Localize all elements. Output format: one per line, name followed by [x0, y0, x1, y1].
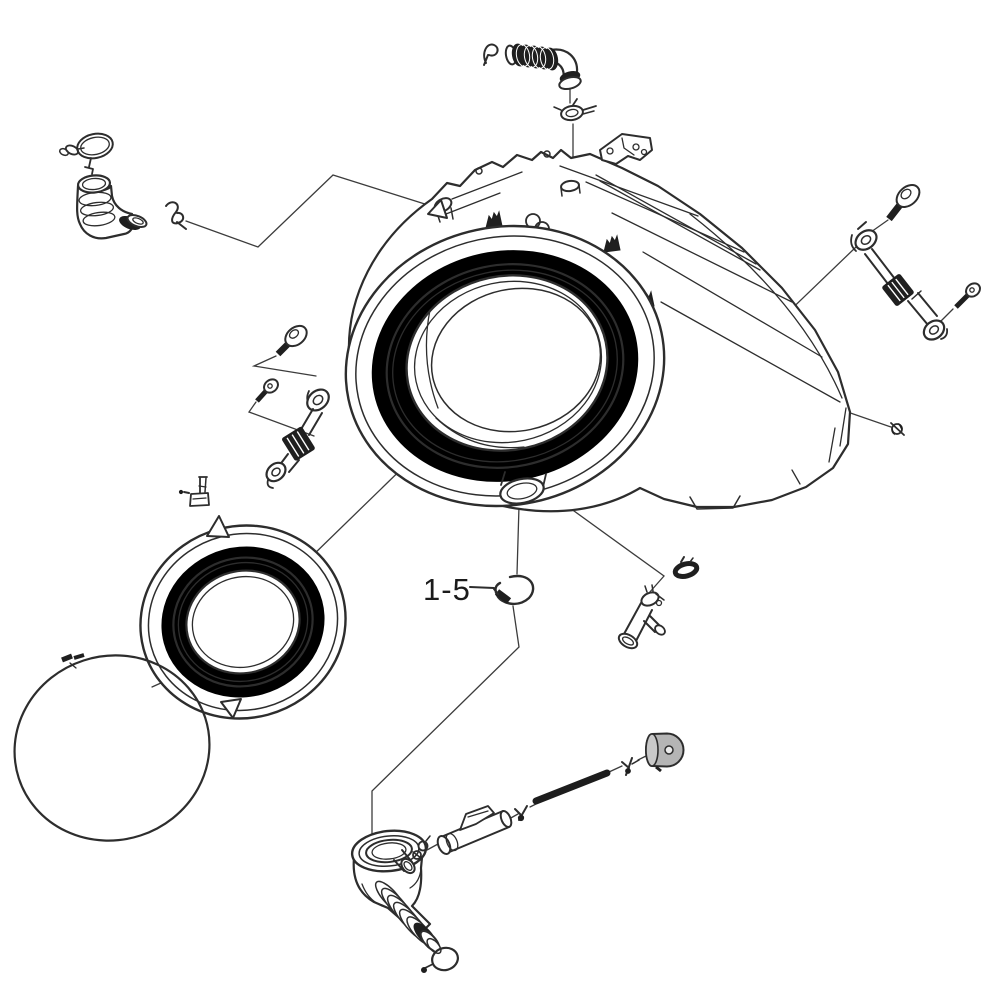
outer-tub [344, 148, 852, 513]
leader-line [371, 605, 520, 836]
gasket-tab [220, 698, 242, 719]
label-line [469, 586, 495, 589]
leader-line [426, 843, 439, 851]
clamp-handle [64, 144, 80, 156]
leader-line [529, 803, 537, 808]
hose-clamp-ring-top-left [58, 132, 114, 175]
tub-panel-lines [445, 165, 847, 510]
leader-line [247, 401, 315, 437]
tub-drain-stub [499, 471, 547, 505]
label-1-5: 1-5 [423, 572, 471, 607]
clamp-handle [58, 147, 70, 157]
flange-tab [427, 199, 448, 219]
wire-clamp-small [421, 946, 459, 973]
pulley-cap [645, 732, 685, 773]
leader-line [516, 505, 520, 575]
right-shoulder-bolt [886, 184, 921, 222]
drain-elbow-bellows-hose [350, 829, 442, 955]
holder-clip-bracket [178, 476, 210, 507]
leader-line [870, 219, 889, 233]
hose-clip-p [483, 43, 499, 66]
hose-clip-oval [672, 556, 700, 579]
gasket-tab [206, 515, 230, 538]
gasket-wire-clamp [13, 653, 211, 842]
leader-line [251, 355, 317, 377]
port-fitting [393, 849, 416, 875]
air-trap-fitting [617, 584, 666, 650]
leader-line [544, 489, 665, 594]
tub-inlet-port [560, 179, 581, 197]
tub-interior [430, 287, 602, 433]
leader-line [940, 308, 954, 322]
retainer-pin [890, 422, 905, 436]
tub-front-flange [344, 199, 666, 508]
door-gasket-ring [139, 515, 347, 720]
damper-rod [532, 769, 611, 805]
spring-clip-a [514, 805, 528, 822]
vent-bellows-hose [504, 43, 582, 91]
leader-line [185, 174, 429, 248]
right-damper [850, 221, 949, 341]
tub-boss [543, 150, 551, 158]
clip-8 [412, 835, 431, 860]
clamp-ring-1-5 [493, 574, 535, 606]
friction-cylinder [436, 805, 513, 856]
tub-boss [475, 167, 483, 175]
hose-clamp-fitting [553, 98, 597, 122]
inlet-elbow-hose [76, 174, 148, 240]
right-hex-bolt [954, 282, 981, 309]
left-shoulder-bolt [275, 324, 308, 357]
leader-line [608, 765, 623, 773]
retainer-clip-2 [165, 201, 187, 230]
left-damper [265, 388, 330, 489]
mounting-bracket-plate [599, 133, 653, 165]
spring-clip-b [621, 757, 640, 776]
left-hex-bolt [255, 378, 279, 403]
